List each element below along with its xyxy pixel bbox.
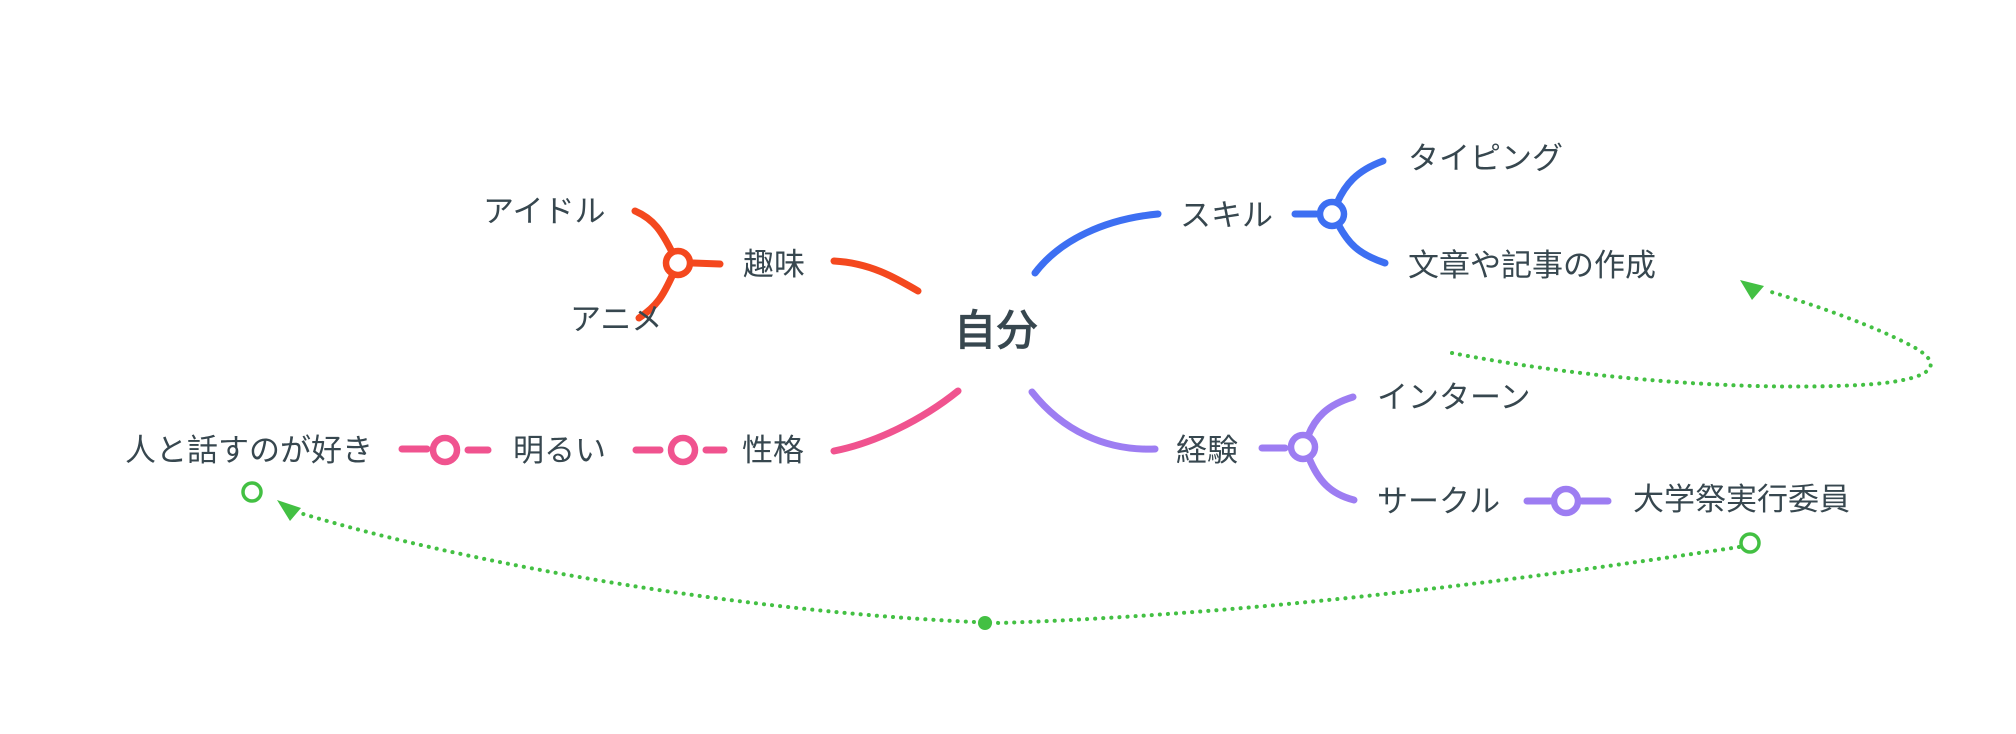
node-anime[interactable]: アニメ [570,302,662,337]
branch-experience: 経験 インターン サークル 大学祭実行委員 [1028,380,1850,519]
edge-root-to-experience [1028,388,1159,453]
hobby-collapse-toggle[interactable] [662,247,694,279]
arrowhead-icon [277,500,301,521]
node-experience[interactable]: 経験 [1176,433,1238,468]
relationship-curve-festival-talking [298,511,1741,626]
node-writing[interactable]: 文章や記事の作成 [1408,248,1656,283]
relationship-link-intern-writing [1450,280,1933,389]
edge-experience-to-intern [1304,393,1357,440]
edge-skill-to-writing [1334,220,1389,267]
relationship-link-festival-talking [241,481,1761,630]
node-bright[interactable]: 明るい [513,433,606,468]
edge-root-to-skill [1031,210,1162,277]
edge-hobby-to-root [830,257,922,295]
branch-hobby: 趣味 アイドル アニメ [483,194,922,337]
node-festival-committee[interactable]: 大学祭実行委員 [1633,482,1850,517]
node-intern[interactable]: インターン [1377,380,1530,415]
node-circle-club[interactable]: サークル [1377,484,1500,519]
bright-collapse-toggle[interactable] [667,434,699,466]
edge-hobby-node-dash [689,259,724,268]
edge-personality-to-root [830,387,962,455]
arrowhead-icon [1740,280,1764,300]
node-idol[interactable]: アイドル [483,194,605,229]
relationship-endpoint-handle[interactable] [1739,532,1761,554]
skill-collapse-toggle[interactable] [1316,198,1348,230]
relationship-curve-intern-writing [1450,289,1933,389]
node-hobby[interactable]: 趣味 [743,247,805,282]
relationship-midpoint-handle[interactable] [978,616,992,630]
node-typing[interactable]: タイピング [1408,141,1563,176]
root-node[interactable]: 自分 [954,307,1038,354]
branch-personality: 性格 明るい 人と話すのが好き [125,387,962,468]
edge-skill-to-typing [1333,157,1387,207]
edge-hobby-to-anime [635,270,677,322]
node-personality[interactable]: 性格 [742,433,804,468]
edge-experience-to-circle-club [1305,454,1358,504]
talk-collapse-toggle[interactable] [429,434,461,466]
club-collapse-toggle[interactable] [1550,485,1582,517]
relationship-endpoint-handle[interactable] [241,481,263,503]
branch-skill: スキル タイピング 文章や記事の作成 [1031,141,1656,283]
edge-hobby-to-idol [631,207,676,256]
node-skill[interactable]: スキル [1180,198,1273,233]
node-likes-talking[interactable]: 人と話すのが好き [125,433,373,468]
experience-collapse-toggle[interactable] [1287,431,1319,463]
